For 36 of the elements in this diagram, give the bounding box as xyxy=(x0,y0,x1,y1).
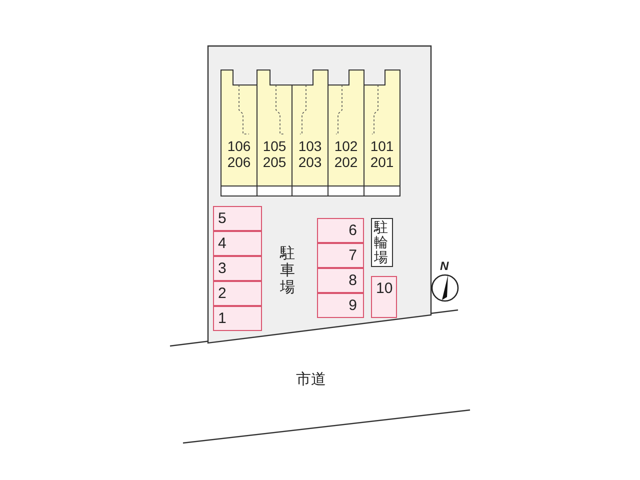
unit-number: 103 203 xyxy=(297,138,323,170)
space-number: 1 xyxy=(218,311,226,327)
area-label: 駐輪場 xyxy=(374,220,389,265)
parking-space xyxy=(317,293,364,318)
space-number: 9 xyxy=(348,298,357,314)
apartment-unit xyxy=(292,70,328,196)
space-number: 4 xyxy=(218,236,226,252)
parking-lot-label: 駐車場 xyxy=(280,245,296,296)
unit-number: 102 202 xyxy=(333,138,359,170)
parking-space xyxy=(213,256,262,281)
north-label: N xyxy=(440,258,449,274)
space-number: 3 xyxy=(218,261,226,277)
space-number: 2 xyxy=(218,286,226,302)
apartment-unit xyxy=(364,70,400,196)
apartment-unit xyxy=(257,70,292,196)
space-number: 7 xyxy=(348,248,357,264)
parking-space xyxy=(317,268,364,293)
unit-number: 101 201 xyxy=(369,138,395,170)
unit-number: 105 205 xyxy=(262,138,288,170)
site-lot xyxy=(208,46,431,343)
space-number: 8 xyxy=(348,273,357,289)
apartment-unit xyxy=(221,70,257,196)
parking-space xyxy=(213,306,262,331)
parking-space xyxy=(317,218,364,243)
parking-space xyxy=(213,206,262,231)
road-label: 市道 xyxy=(296,372,326,388)
parking-space xyxy=(213,231,262,256)
bicycle-parking-area xyxy=(371,218,393,267)
space-number: 5 xyxy=(218,211,226,227)
apartment-unit xyxy=(328,70,364,196)
space-number: 6 xyxy=(348,223,357,239)
unit-number: 106 206 xyxy=(226,138,252,170)
parking-space xyxy=(213,281,262,306)
parking-space xyxy=(371,276,397,318)
parking-space xyxy=(317,243,364,268)
space-number: 10 xyxy=(376,281,393,297)
